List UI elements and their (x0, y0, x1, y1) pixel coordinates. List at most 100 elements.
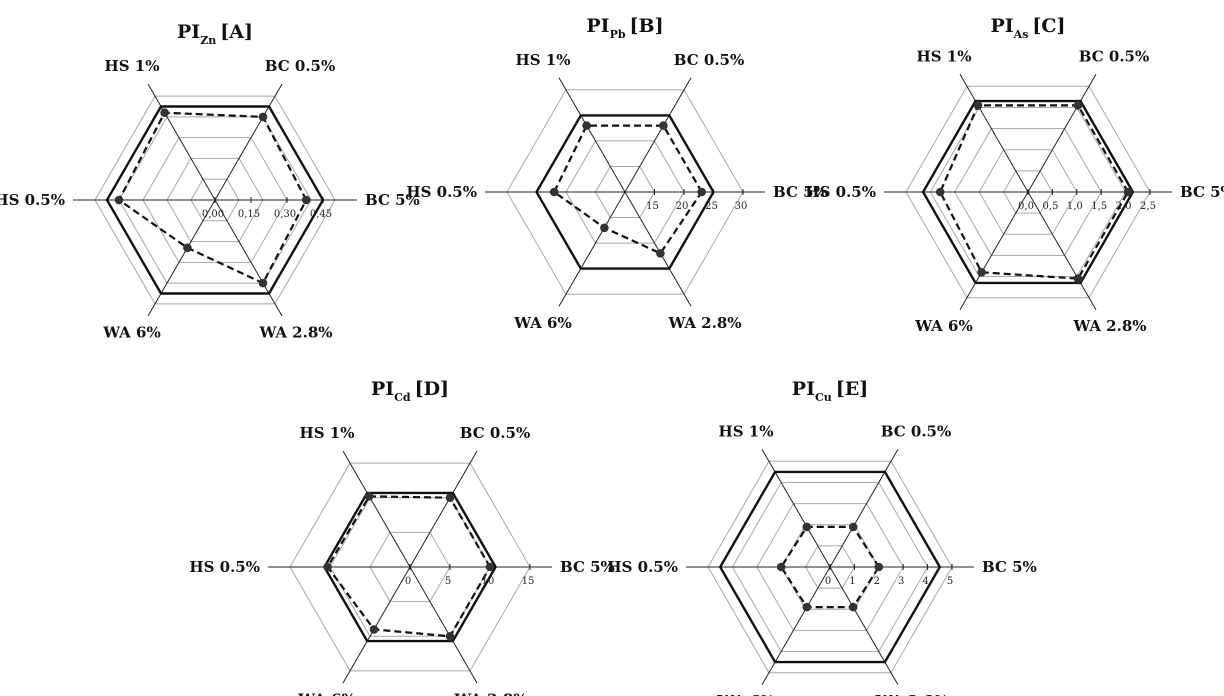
axis-label-0: BC 5% (773, 183, 828, 201)
tick-label-1: 1 (849, 576, 855, 587)
series-1-point-2 (802, 522, 812, 532)
axis-label-0: BC 5% (1180, 183, 1224, 201)
chart-title-tag: [E] (836, 378, 868, 400)
tick-label-1: 0,5 (1042, 201, 1058, 212)
tick-label-5: 5 (947, 576, 953, 587)
spoke-1 (409, 450, 478, 568)
chart-title-sub: Cd (394, 391, 411, 404)
tick-label-3: 15 (522, 576, 535, 587)
chart-title: PICd[D] (371, 378, 449, 404)
axis-label-5: WA 2.8% (1072, 317, 1146, 335)
series-1-point-3 (935, 187, 945, 197)
series-1-point-4 (369, 625, 379, 634)
series-1-polygon (552, 124, 703, 255)
chart-title-main: PI (990, 15, 1013, 37)
series-1-point-0 (485, 562, 495, 572)
axis-label-5: WA 2.8% (258, 324, 332, 342)
tick-label-3: 1,5 (1091, 201, 1107, 212)
tick-label-2: 2 (874, 576, 880, 587)
chart-title-main: PI (586, 15, 609, 37)
series-1-point-0 (301, 195, 311, 205)
series-1-point-5 (1073, 274, 1083, 283)
axis-label-0: BC 5% (982, 558, 1037, 576)
spoke-5 (1027, 191, 1097, 311)
axis-label-1: BC 0.5% (460, 424, 530, 442)
chart-title-sub: Cu (815, 391, 832, 404)
series-0-polygon (105, 105, 325, 295)
series-1-point-4 (977, 268, 986, 277)
axis-label-3: HS 0.5% (607, 558, 678, 576)
chart-title-main: PI (177, 21, 200, 43)
series-1-point-3 (549, 187, 559, 197)
chart-title-tag: [D] (415, 378, 449, 400)
axis-label-1: BC 0.5% (265, 57, 335, 75)
axis-label-2: HS 1% (300, 424, 355, 442)
tick-label-3: 3 (898, 576, 904, 587)
spoke-2 (558, 77, 626, 193)
series-1-point-5 (258, 278, 268, 288)
series-1-point-5 (445, 632, 455, 641)
chart-title-sub: Pb (610, 28, 626, 41)
axis-label-3: HS 0.5% (406, 183, 477, 201)
spoke-2 (147, 83, 216, 201)
spoke-4 (761, 566, 831, 686)
series-0-polygon (921, 99, 1135, 285)
chart-title: PIAs[C] (990, 15, 1065, 41)
series-1-point-3 (776, 562, 786, 572)
axis-label-4: WA 6% (914, 317, 972, 335)
axis-label-2: HS 1% (719, 422, 774, 440)
spoke-4 (342, 566, 411, 684)
axis-label-2: HS 1% (917, 47, 972, 65)
series-0-polygon (535, 114, 715, 270)
series-1-point-0 (697, 187, 706, 197)
axis-label-1: BC 0.5% (674, 51, 744, 69)
spoke-4 (959, 191, 1029, 311)
chart-title-sub: Zn (200, 34, 216, 47)
series-1-point-2 (973, 101, 983, 110)
tick-label-1: 20 (676, 201, 689, 212)
tick-label-2: 1,0 (1067, 201, 1083, 212)
axis-label-0: BC 5% (560, 558, 615, 576)
axis-label-3: HS 0.5% (0, 191, 65, 209)
chart-title-tag: [C] (1032, 15, 1065, 37)
series-1-point-3 (323, 562, 332, 572)
tick-label-3: 0,45 (310, 209, 332, 220)
chart-title-main: PI (792, 378, 815, 400)
axis-label-4: WA 6% (513, 314, 571, 332)
chart-title-tag: [B] (630, 15, 664, 37)
spoke-1 (829, 448, 899, 568)
spoke-1 (1027, 73, 1097, 193)
series-1-point-2 (582, 121, 591, 130)
tick-label-0: 0,00 (202, 209, 224, 220)
spoke-4 (147, 199, 216, 317)
series-1-point-5 (656, 249, 665, 258)
tick-label-0: 0,0 (1018, 201, 1034, 212)
spoke-5 (624, 191, 692, 307)
series-1-point-4 (183, 243, 192, 253)
tick-label-2: 0,30 (274, 209, 296, 220)
spoke-5 (829, 566, 899, 686)
series-1-point-2 (160, 108, 169, 117)
axis-label-2: HS 1% (516, 51, 571, 69)
spoke-1 (214, 83, 283, 201)
axis-label-5: WA 2.8% (667, 314, 741, 332)
spoke-2 (959, 73, 1029, 193)
tick-label-0: 0 (825, 576, 831, 587)
series-1-point-1 (659, 121, 668, 130)
spoke-5 (409, 566, 478, 684)
series-1-point-1 (1073, 101, 1083, 110)
axis-label-5: WA 2.8% (874, 692, 948, 696)
series-1-point-4 (802, 602, 812, 612)
tick-label-5: 2,5 (1140, 201, 1156, 212)
spoke-5 (214, 199, 283, 317)
axis-label-2: HS 1% (105, 57, 160, 75)
series-1-point-5 (848, 602, 858, 612)
series-1-point-1 (848, 522, 858, 532)
series-1-point-2 (364, 492, 374, 501)
spoke-2 (342, 450, 411, 568)
